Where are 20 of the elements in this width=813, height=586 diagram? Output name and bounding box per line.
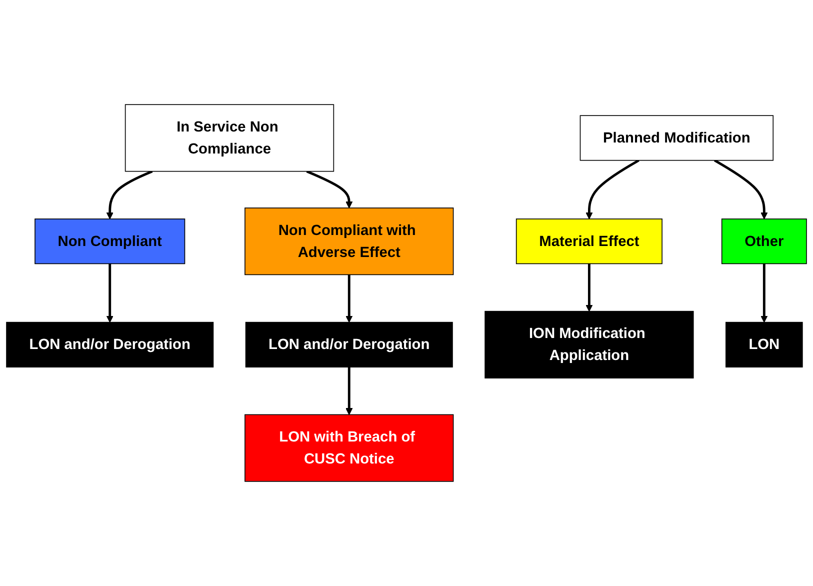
node-box: Planned Modification: [580, 115, 774, 161]
node-box: Material Effect: [516, 218, 662, 264]
node-box: LON with Breach of CUSC Notice: [244, 414, 454, 482]
node-box: Other: [721, 218, 807, 264]
node-box: LON and/or Derogation: [245, 322, 453, 368]
node-box: Non Compliant: [34, 218, 186, 264]
arrow: [586, 159, 640, 220]
node-box: In Service Non Compliance: [124, 104, 334, 172]
node-box: ION Modification Application: [484, 310, 694, 378]
arrow: [106, 264, 114, 323]
arrow: [346, 274, 353, 323]
node-box: Non Compliant with Adverse Effect: [244, 208, 454, 276]
arrow: [106, 170, 153, 220]
arrow: [760, 264, 768, 323]
arrow: [714, 159, 768, 220]
node-box: LON: [726, 322, 803, 368]
arrow: [306, 170, 353, 208]
arrow: [346, 367, 353, 415]
node-box: LON and/or Derogation: [6, 322, 214, 368]
arrow: [586, 264, 593, 312]
